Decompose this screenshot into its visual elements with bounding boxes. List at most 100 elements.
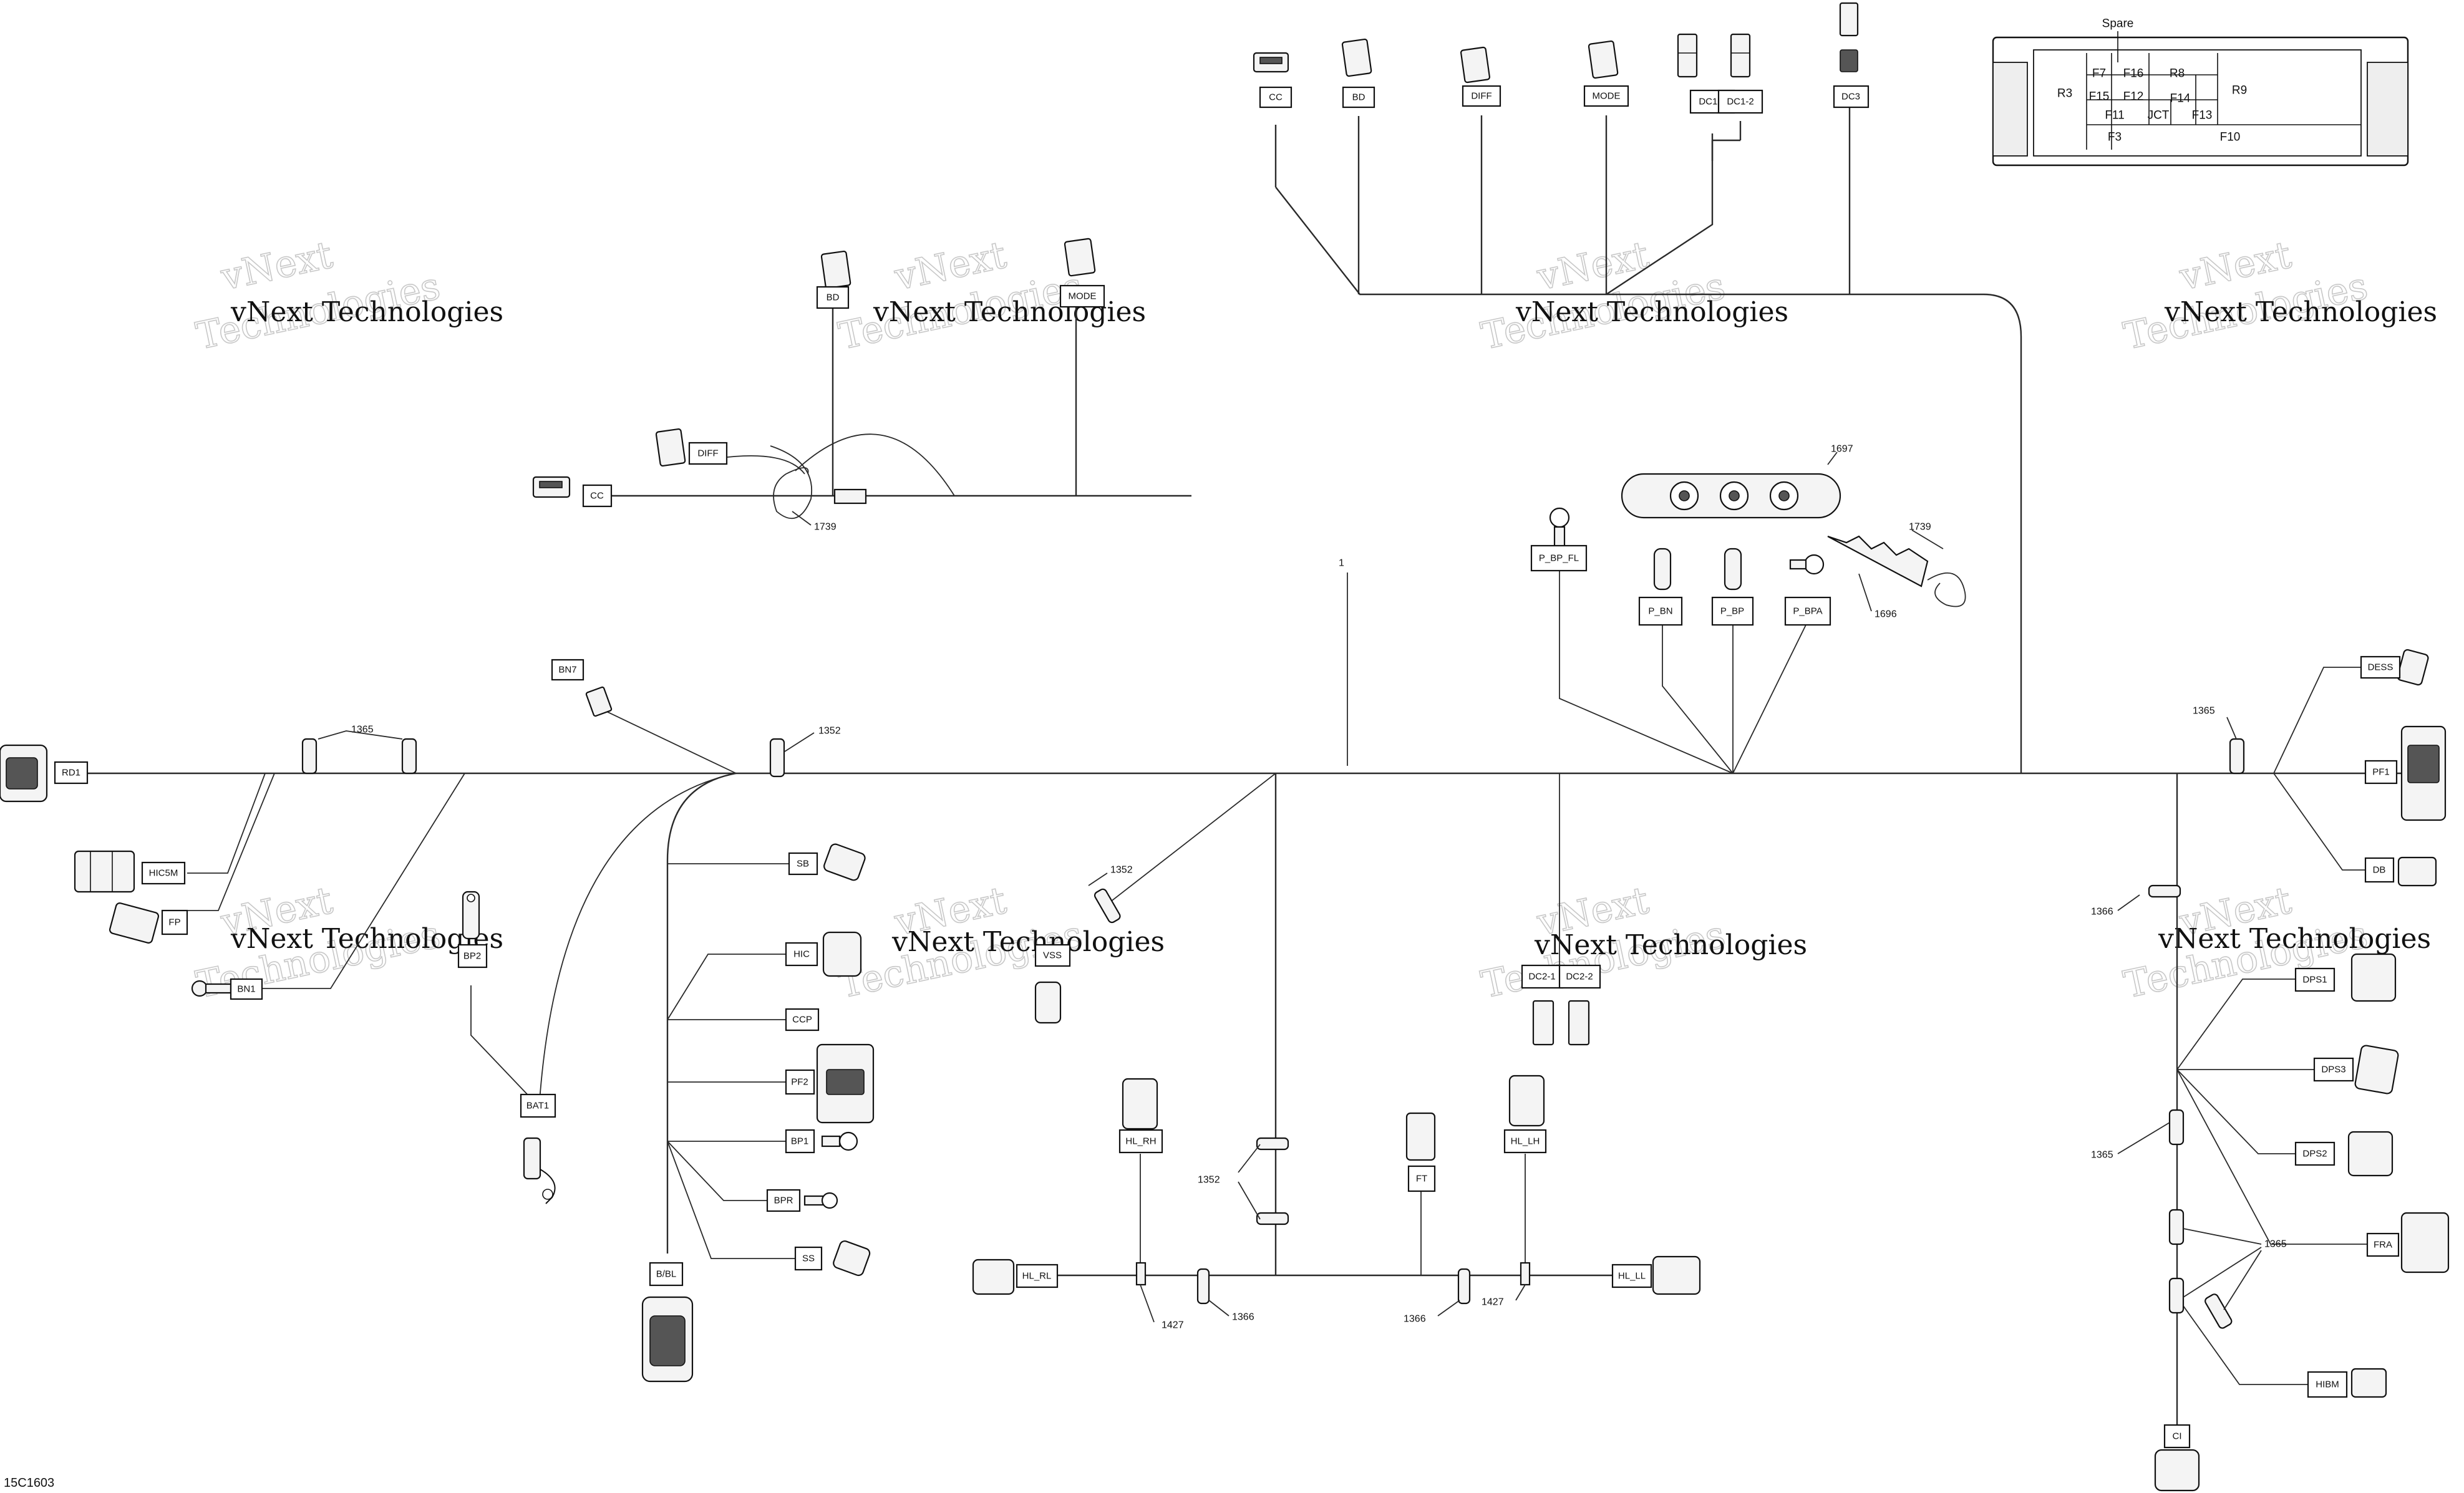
sub-harness-loop <box>717 433 955 496</box>
label-pf2: PF2 <box>785 1069 815 1095</box>
svg-text:DIFF: DIFF <box>697 448 718 459</box>
connector-icon-bp2 <box>462 891 480 940</box>
callout-1366a: 1366 <box>1232 1312 1254 1323</box>
watermark-text-8: vNext Technologies <box>2158 923 2431 955</box>
svg-text:DC2-2: DC2-2 <box>1566 972 1593 982</box>
svg-text:DPS2: DPS2 <box>2302 1149 2327 1159</box>
label-boxes: CC BD DIFF MODE DC1-1 DC1-2 DC3 BD MODE … <box>54 85 2401 1449</box>
label-hibm: HIBM <box>2307 1371 2348 1398</box>
label-top-dc12: DC1-2 <box>1717 89 1763 114</box>
connector-icon-fp <box>109 902 160 944</box>
svg-text:P_BP_FL: P_BP_FL <box>1539 553 1579 564</box>
connector-icon-top-dc12 <box>1730 33 1751 78</box>
connector-icon-1365d <box>2168 1209 2233 1329</box>
fuse-cell-f14: F14 <box>2170 92 2191 105</box>
vss-branch <box>1107 773 1276 905</box>
leader-1739a <box>792 511 812 526</box>
label-top-cc: CC <box>1259 86 1293 109</box>
leader-1365a <box>318 730 403 740</box>
label-hl-ll: HL_LL <box>1611 1263 1652 1288</box>
connector-icon-hl-rh <box>1122 1078 1158 1130</box>
harness-callout-1: 1 <box>1339 558 1344 569</box>
connector-icon-vss <box>1034 981 1062 1024</box>
svg-text:FP: FP <box>168 917 180 928</box>
connector-icon-top-cc <box>1253 52 1289 73</box>
right-down-branches <box>2176 978 2370 1385</box>
label-sub-cc: CC <box>582 484 613 508</box>
label-p-bp-fl: P_BP_FL <box>1530 544 1588 572</box>
fuse-box-grid <box>2086 53 2361 150</box>
leader-1365b <box>2226 717 2237 740</box>
watermark-text-2: vNext Technologies <box>873 296 1146 328</box>
leader-1427b <box>1515 1284 1526 1301</box>
label-pf1: PF1 <box>2364 760 2398 785</box>
connector-icon-1365a <box>301 738 417 775</box>
connector-icon-1352c <box>1256 1137 1289 1225</box>
connector-icon-hl-lh <box>1508 1075 1545 1127</box>
connector-icon-bn7 <box>585 686 613 717</box>
label-top-diff: DIFF <box>1462 85 1501 107</box>
svg-text:BN1: BN1 <box>237 984 255 995</box>
connector-icon-dps2 <box>2347 1131 2394 1177</box>
connector-icon-sub-diff <box>655 428 686 467</box>
svg-text:DC1-2: DC1-2 <box>1727 97 1753 107</box>
label-sub-mode: MODE <box>1059 284 1105 308</box>
connector-icon-hic <box>822 931 862 977</box>
label-sb: SB <box>788 852 818 876</box>
label-dess: DESS <box>2360 655 2401 679</box>
svg-text:BN7: BN7 <box>558 665 576 675</box>
fuse-cell-f3: F3 <box>2108 131 2122 144</box>
svg-text:PF2: PF2 <box>791 1077 808 1088</box>
label-hic5m: HIC5M <box>141 861 186 885</box>
svg-text:RD1: RD1 <box>62 768 80 778</box>
leader-1365c <box>2117 1122 2170 1154</box>
connector-icon-1366a <box>1196 1268 1210 1305</box>
svg-text:HL_RL: HL_RL <box>1022 1271 1052 1282</box>
connector-icon-top-bd <box>1341 38 1372 77</box>
connector-icon-top-dc3 <box>1839 2 1859 72</box>
watermark-text-3: vNext Technologies <box>1515 296 1788 328</box>
connector-icon-fra <box>2400 1212 2450 1273</box>
label-hl-rl: HL_RL <box>1016 1263 1059 1288</box>
fuse-spare-label: Spare <box>2102 17 2134 31</box>
connector-icon-sub-mode <box>1064 238 1096 277</box>
label-dc21: DC2-1 <box>1521 964 1564 989</box>
fuse-cell-f10: F10 <box>2220 131 2241 144</box>
svg-text:DPS1: DPS1 <box>2302 975 2327 985</box>
connector-icon-hl-ll <box>1652 1255 1701 1295</box>
svg-text:HIC: HIC <box>793 949 810 960</box>
connector-icon-dc22 <box>1568 1000 1590 1046</box>
connector-icon-pf2 <box>816 1043 875 1124</box>
label-sub-diff: DIFF <box>688 442 728 465</box>
positive-stud-branches <box>1559 564 1807 774</box>
callout-1697: 1697 <box>1831 444 1853 455</box>
leader-1352c <box>1238 1144 1261 1220</box>
leader-1366c <box>2117 894 2140 911</box>
callout-numbers: 1 1739 1697 1739 1696 1365 1352 1352 135… <box>318 444 2287 1331</box>
connector-icon-1365b <box>2229 738 2245 775</box>
label-top-mode: MODE <box>1583 85 1629 107</box>
callout-1427a: 1427 <box>1162 1320 1184 1331</box>
label-bp2: BP2 <box>457 944 488 969</box>
svg-text:MODE: MODE <box>1069 291 1097 302</box>
label-rd1: RD1 <box>54 761 89 785</box>
connector-icon-ss <box>833 1240 871 1277</box>
label-ss: SS <box>794 1246 823 1271</box>
connector-icon-top-diff <box>1460 46 1491 84</box>
label-p-bpa: P_BPA <box>1784 596 1831 626</box>
label-fp: FP <box>161 909 188 935</box>
callout-1365b: 1365 <box>2193 706 2215 717</box>
svg-text:DC2-1: DC2-1 <box>1528 972 1555 982</box>
label-vss: VSS <box>1034 944 1071 967</box>
watermark-text-6: vNext Technologies <box>891 926 1165 958</box>
label-bpr: BPR <box>766 1189 801 1212</box>
label-dps1: DPS1 <box>2294 967 2335 992</box>
callout-1739b: 1739 <box>1909 522 1931 533</box>
fuse-cell-f7: F7 <box>2092 67 2106 80</box>
label-fra: FRA <box>2366 1232 2400 1257</box>
watermark-text-7: vNext Technologies <box>1534 929 1807 961</box>
svg-text:SS: SS <box>802 1254 815 1264</box>
label-dps2: DPS2 <box>2294 1141 2335 1166</box>
